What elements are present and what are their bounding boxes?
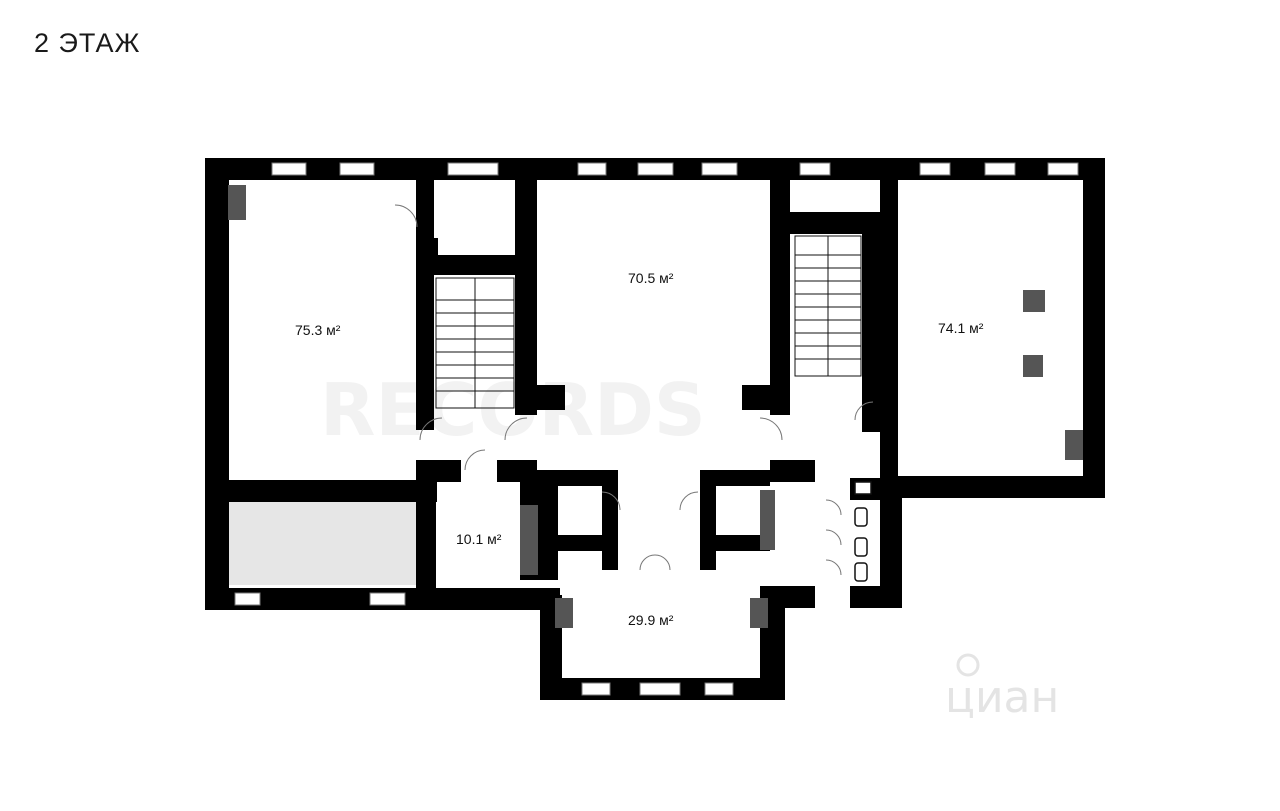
doors [394,204,874,576]
room-area-label: 75.3 м² [295,322,341,338]
watermark-center: RECORDS [320,368,706,452]
floor-title: 2 ЭТАЖ [34,28,141,58]
room-area-label: 74.1 м² [938,320,984,336]
cian-watermark: циан [945,653,1059,723]
room-area-label: 29.9 м² [628,612,674,628]
room-area-label: 10.1 м² [456,531,502,547]
wc-fixtures [854,481,872,582]
cian-logo-text: циан [945,672,1059,723]
room-area-label: 70.5 м² [628,270,674,286]
terrace-area [228,500,418,585]
windows [234,162,1079,696]
stairs [435,235,862,409]
columns [228,185,1083,628]
